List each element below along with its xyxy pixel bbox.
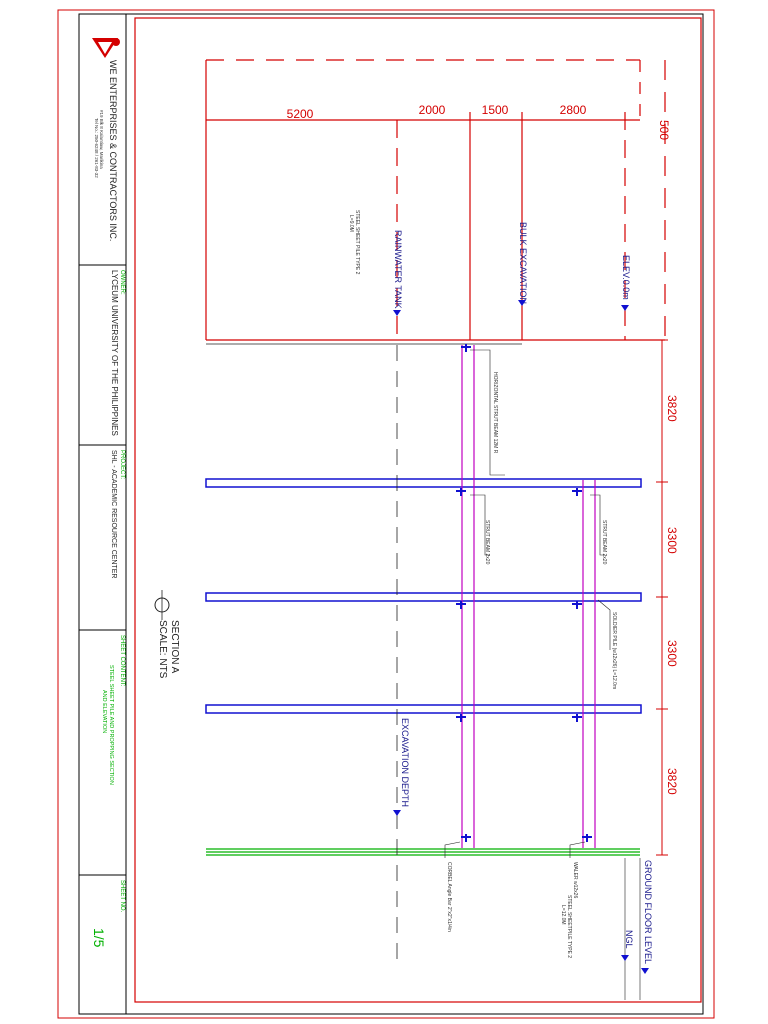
company-logo bbox=[92, 38, 120, 58]
title-frame bbox=[78, 13, 704, 1015]
vdim-3300-a: 3300 bbox=[665, 527, 679, 554]
company-address: #19 Blk 8 Kalantiaw, Marikina bbox=[99, 110, 104, 169]
company-tel: Tel No.: 250-6248 / 261-83-32 bbox=[94, 118, 99, 178]
label-strut-1: STRUT BEAM 2x20 bbox=[484, 520, 490, 565]
vdim-3820-top: 3820 bbox=[665, 395, 679, 422]
sheet-content-line1: STEEL SHEET PILE AND PROPPING SECTION bbox=[108, 665, 114, 785]
dim-2000: 2000 bbox=[419, 103, 446, 117]
label-ground-floor: GROUND FLOOR LEVEL bbox=[643, 860, 653, 964]
label-excavation-depth: EXCAVATION DEPTH bbox=[400, 718, 410, 807]
label-elev: ELEV.0.0m bbox=[621, 255, 631, 300]
label-bulk-excavation: BULK EXCAVATION bbox=[518, 222, 528, 304]
outer-border bbox=[57, 9, 715, 1019]
owner-label: OWNER: bbox=[119, 270, 125, 295]
owner-name: LYCEUM UNIVERSITY OF THE PHILIPPINES bbox=[110, 270, 119, 436]
label-ngl: NGL bbox=[624, 930, 634, 949]
label-sheet-pile-2: STEEL SHEETPILE TYPE 2 bbox=[566, 895, 572, 958]
strut-beams bbox=[205, 478, 642, 714]
label-sheet-pile-1: STEEL SHEET PILE TYPE 2 bbox=[354, 210, 360, 275]
dim-500: 500 bbox=[657, 120, 671, 140]
strut-beam-2 bbox=[205, 592, 642, 602]
plan-outline bbox=[205, 59, 666, 345]
soldier-piles bbox=[461, 345, 596, 848]
strut-beam-1 bbox=[205, 478, 642, 488]
sheet-no-label: SHEET NO. bbox=[119, 880, 125, 913]
dim-2800: 2800 bbox=[560, 103, 587, 117]
drawing-border bbox=[134, 17, 702, 1003]
section-scale: SCALE: NTS bbox=[157, 620, 168, 679]
sheet-content-label: SHEET CONTENT: bbox=[119, 635, 125, 687]
section-marker bbox=[154, 590, 170, 620]
company-name: WE ENTERPRISES & CONTRACTORS INC. bbox=[108, 60, 118, 241]
sheet-content-line2: AND ELEVATION bbox=[101, 690, 107, 733]
section-title: SECTION A bbox=[169, 620, 180, 674]
vdim-3820-bottom: 3820 bbox=[665, 768, 679, 795]
label-horizontal-support: HORIZONTAL STRUT BEAM 12M R bbox=[492, 372, 498, 454]
label-sheet-pile-2b: L=12.0M bbox=[560, 905, 566, 925]
vertical-dim-line bbox=[656, 339, 668, 856]
label-strut-2: STRUT BEAM 2x20 bbox=[601, 520, 607, 565]
label-sheet-pile-1b: L=9.0M bbox=[348, 215, 354, 232]
dim-1500: 1500 bbox=[482, 103, 509, 117]
dim-5200: 5200 bbox=[287, 107, 314, 121]
pile-markers bbox=[456, 344, 592, 842]
level-markers bbox=[393, 300, 649, 974]
label-corbel: CORBEL Angle Bar 2"x2"x1/4in bbox=[446, 862, 452, 932]
leader-lines bbox=[444, 349, 611, 858]
ground-slab bbox=[206, 848, 640, 856]
label-waler: WALER w12x26 bbox=[572, 862, 578, 898]
label-soldier-pile: SOLDIER PILE (w12x26) L=12.0m bbox=[611, 612, 617, 689]
vdim-3300-b: 3300 bbox=[665, 640, 679, 667]
project-name: SHL - ACADEMIC RESOURCE CENTER bbox=[110, 450, 117, 578]
sheet-no: 1/5 bbox=[91, 928, 107, 948]
strut-beam-3 bbox=[205, 704, 642, 714]
project-label: PROJECT: bbox=[119, 450, 125, 479]
label-rainwater-tank: RAINWATER TANK bbox=[393, 230, 403, 309]
